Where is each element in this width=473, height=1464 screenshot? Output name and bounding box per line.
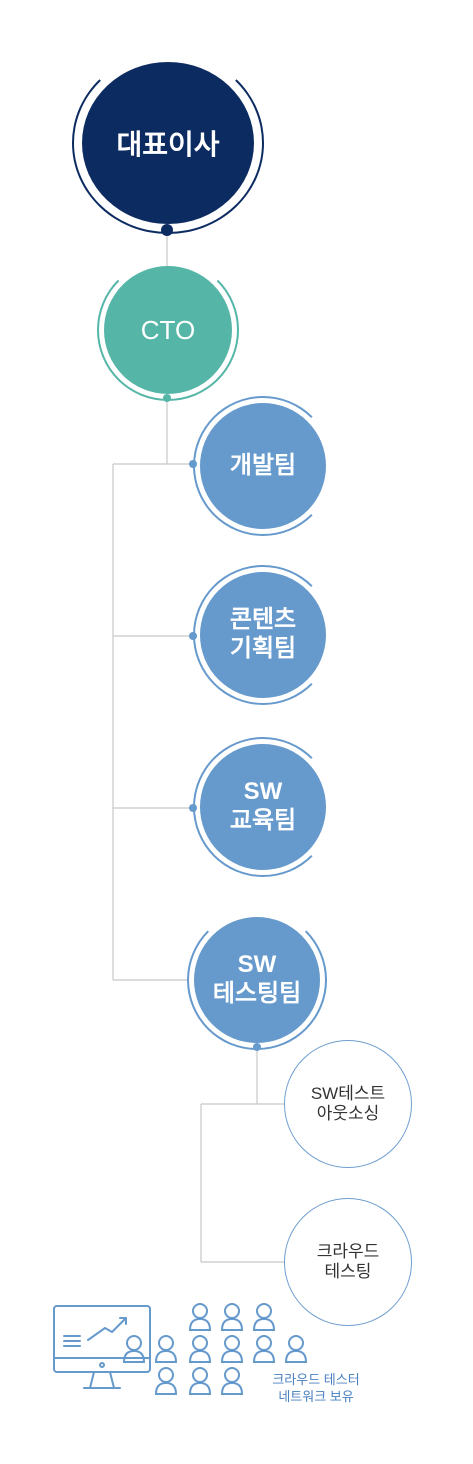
- team-ring: [193, 565, 333, 705]
- team-label-line1: SW: [243, 778, 283, 806]
- cto-label: CTO: [140, 314, 196, 345]
- team-label-line1: 콘텐츠: [229, 606, 297, 634]
- sub-unit-label-line1: 크라우드: [316, 1241, 380, 1261]
- team-node-content-planning: 콘텐츠 기획팀: [200, 572, 326, 698]
- sub-unit-label-line1: SW테스트: [310, 1083, 386, 1103]
- cto-ring: [97, 259, 239, 401]
- team-ring: [193, 396, 333, 536]
- person-icon: [154, 1335, 178, 1363]
- crowd-network-icon: [53, 1303, 308, 1395]
- team-label-line2: 테스팅팀: [212, 980, 302, 1007]
- person-icon: [188, 1303, 212, 1331]
- crowd-caption-line1: 크라우드 테스터: [272, 1372, 360, 1387]
- team-label-line1: 개발팀: [229, 451, 297, 479]
- crowd-caption-line2: 네트워크 보유: [278, 1388, 354, 1404]
- person-icon: [252, 1303, 276, 1331]
- person-icon: [220, 1367, 244, 1395]
- sub-unit-crowd-testing: 크라우드 테스팅: [284, 1198, 412, 1326]
- person-icon: [188, 1335, 212, 1363]
- crowd-caption: 크라우드 테스터 네트워크 보유: [256, 1372, 376, 1406]
- team-label-line2: 교육팀: [229, 807, 297, 834]
- team-ring: [193, 737, 333, 877]
- ceo-node: 대표이사: [82, 62, 254, 224]
- team-label-line1: SW: [237, 951, 277, 979]
- ceo-ring: [72, 52, 264, 234]
- person-icon: [220, 1335, 244, 1363]
- ceo-label: 대표이사: [116, 129, 220, 160]
- person-icon: [220, 1303, 244, 1331]
- sub-unit-label-line2: 테스팅: [324, 1262, 372, 1281]
- cto-node: CTO: [104, 266, 232, 394]
- team-label-line2: 기획팀: [229, 635, 297, 662]
- team-node-development: 개발팀: [200, 403, 326, 529]
- sub-unit-label-line2: 아웃소싱: [316, 1104, 380, 1123]
- team-ring: [187, 910, 327, 1050]
- person-icon: [154, 1367, 178, 1395]
- person-icon: [122, 1335, 146, 1363]
- team-node-sw-education: SW 교육팀: [200, 744, 326, 870]
- sub-unit-outsourcing: SW테스트 아웃소싱: [284, 1040, 412, 1168]
- team-node-sw-testing: SW 테스팅팀: [194, 917, 320, 1043]
- person-icon: [284, 1335, 308, 1363]
- person-icon: [188, 1367, 212, 1395]
- person-icon: [252, 1335, 276, 1363]
